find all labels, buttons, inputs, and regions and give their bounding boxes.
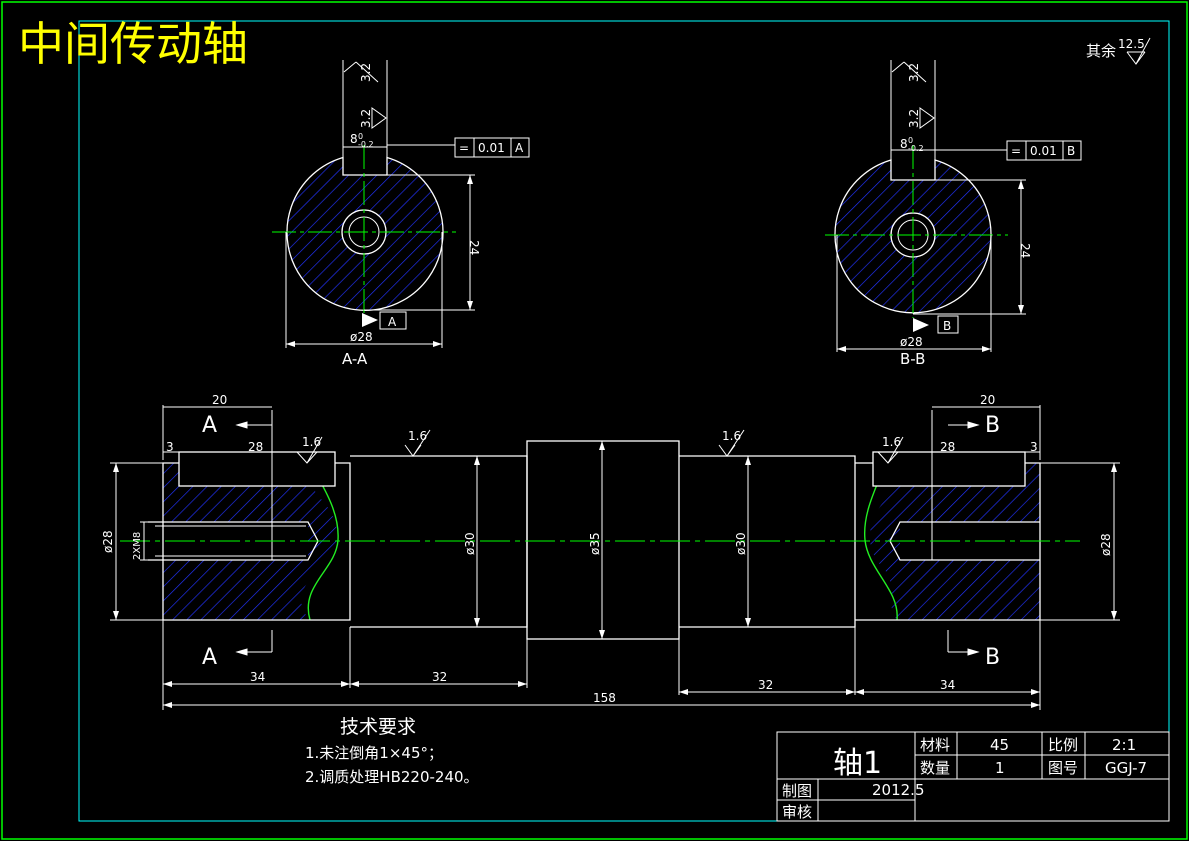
tol-symbol: =	[459, 141, 469, 155]
section-name: B-B	[900, 350, 925, 368]
tol-symbol: =	[1011, 144, 1021, 158]
dim-thread: 2XM8	[132, 532, 143, 560]
roughness-value: 1.6	[722, 429, 741, 443]
keyway-tol-lower: -0.2	[908, 144, 924, 153]
diameter-dim: ø28	[900, 335, 923, 349]
dim-mid-left-dia: ø30	[463, 532, 477, 555]
dim-right-offset: 3	[1030, 440, 1038, 454]
section-aa: 8 0 -0.2 3.2 3.2 = 0.01 A 24 A	[272, 60, 530, 368]
cut-label-top-right: B	[985, 413, 1000, 438]
roughness-value: 1.6	[882, 435, 901, 449]
roughness-mark-1: 1.6	[295, 435, 323, 464]
roughness-mark-2: 1.6	[404, 429, 431, 457]
section-bb: 8 0 -0.2 3.2 3.2 = 0.01 B 24 B ø28 B-B	[825, 60, 1082, 368]
cut-label-bottom-left: A	[202, 645, 217, 670]
tol-value: 0.01	[1030, 144, 1057, 158]
scale-value: 2:1	[1112, 736, 1136, 754]
section-name: A-A	[342, 350, 368, 368]
keyway-width: 8	[350, 132, 358, 146]
inner-frame	[78, 20, 1170, 822]
tech-item-1: 1.未注倒角1×45°；	[305, 744, 443, 762]
dim-center-dia: ø35	[588, 532, 602, 555]
material-value: 45	[990, 736, 1009, 754]
tol-datum: B	[1067, 144, 1075, 158]
datum-label: B	[943, 319, 951, 333]
roughness-top: 3.2	[359, 63, 373, 82]
tol-datum: A	[515, 141, 524, 155]
dim-mid-right-dia: ø30	[734, 532, 748, 555]
dim-seg-32-left: 32	[432, 670, 447, 684]
qty-value: 1	[995, 759, 1005, 777]
roughness-icon	[1126, 37, 1151, 65]
drawn-label: 制图	[782, 782, 812, 800]
cut-label-top-left: A	[202, 413, 217, 438]
height-dim: 24	[1018, 243, 1032, 258]
main-view: A A B B 20 3 28 20 28 3 1.6 1.6 1.6	[101, 393, 1120, 710]
qty-label: 数量	[920, 759, 950, 777]
dim-right-key-28: 28	[940, 440, 955, 454]
keyway-width: 8	[900, 137, 908, 151]
tech-heading: 技术要求	[340, 716, 416, 738]
tol-value: 0.01	[478, 141, 505, 155]
drawing-no-label: 图号	[1048, 759, 1078, 777]
default-roughness: 其余 12.5	[1086, 37, 1151, 65]
default-roughness-label: 其余	[1086, 42, 1116, 60]
default-roughness-value: 12.5	[1118, 37, 1145, 51]
dim-seg-32-right: 32	[758, 678, 773, 692]
dim-left-offset: 3	[166, 440, 174, 454]
part-name: 轴1	[833, 746, 882, 781]
dim-left-key-length: 20	[212, 393, 227, 407]
dim-left-dia: ø28	[101, 530, 115, 553]
keyway-tol-lower: -0.2	[358, 140, 374, 149]
roughness-mark-3: 1.6	[718, 429, 745, 457]
dim-seg-34-left: 34	[250, 670, 265, 684]
cut-label-bottom-right: B	[985, 645, 1000, 670]
dim-right-key-length: 20	[980, 393, 995, 407]
drawing-no-value: GGJ-7	[1105, 759, 1147, 777]
keyway-tol-upper: 0	[358, 132, 363, 141]
dim-total: 158	[593, 691, 616, 705]
dim-left-key-28: 28	[248, 440, 263, 454]
tech-item-2: 2.调质处理HB220-240。	[305, 768, 479, 786]
roughness-mark-4: 1.6	[876, 435, 904, 464]
scale-label: 比例	[1048, 736, 1078, 754]
title-block	[776, 731, 1170, 822]
roughness-side: 3.2	[359, 109, 373, 128]
roughness-value: 1.6	[408, 429, 427, 443]
height-dim: 24	[467, 240, 481, 255]
datum-label: A	[388, 315, 397, 329]
checked-label: 审核	[782, 803, 812, 821]
roughness-value: 1.6	[302, 435, 321, 449]
material-label: 材料	[920, 736, 950, 754]
tech-requirements: 技术要求 1.未注倒角1×45°； 2.调质处理HB220-240。	[305, 716, 479, 786]
keyway-tol-upper: 0	[908, 136, 913, 145]
diameter-dim: ø28	[350, 330, 373, 344]
roughness-top: 3.2	[907, 63, 921, 82]
drawn-date: 2012.5	[872, 781, 925, 799]
dim-seg-34-right: 34	[940, 678, 955, 692]
roughness-side: 3.2	[907, 109, 921, 128]
dim-right-dia: ø28	[1099, 533, 1113, 556]
page-title: 中间传动轴	[18, 17, 248, 71]
